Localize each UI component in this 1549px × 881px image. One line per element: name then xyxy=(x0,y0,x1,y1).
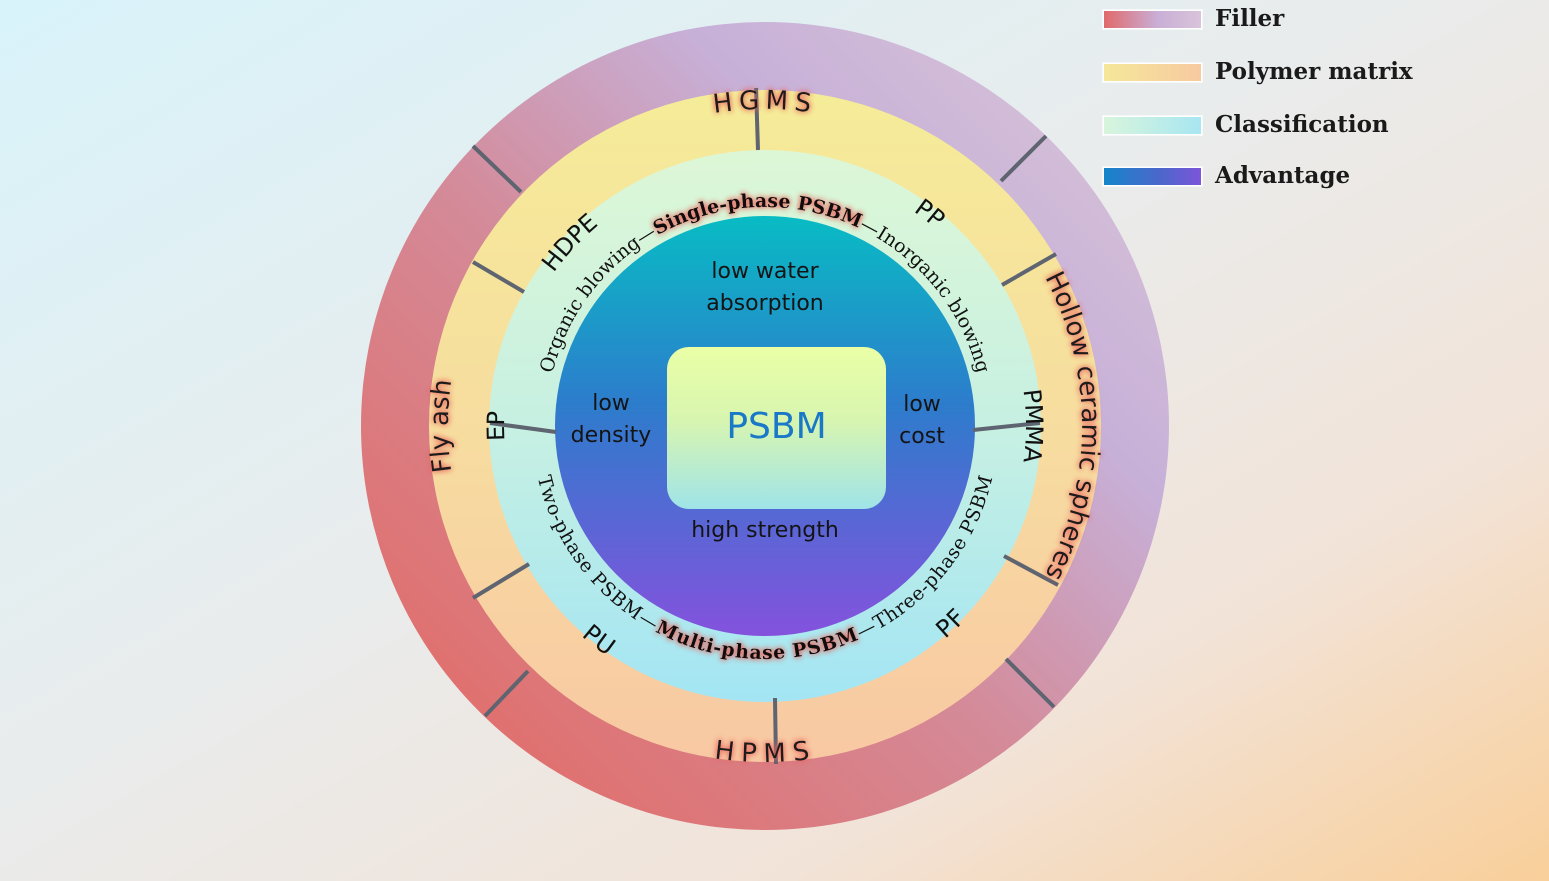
advantage-low-water-absorption: low water absorption xyxy=(680,256,850,320)
filler-hpms: HPMS xyxy=(713,735,817,769)
divider-flyash-hgms xyxy=(471,144,523,194)
divider-hgms-ceramic xyxy=(999,134,1048,183)
psbm-center-label: PSBM xyxy=(726,405,827,447)
legend-label-advantage: Advantage xyxy=(1215,162,1351,189)
divider-pp-pmma xyxy=(1001,252,1057,287)
legend-item-classification: Classification xyxy=(1103,108,1533,142)
legend-swatch-classification xyxy=(1103,116,1202,135)
divider-pmma-pf xyxy=(1003,554,1059,587)
adv-left-line1: low xyxy=(592,391,630,416)
advantage-low-cost: low cost xyxy=(887,389,957,453)
divider-pu-ep xyxy=(471,562,531,600)
advantage-high-strength: high strength xyxy=(665,515,865,547)
adv-left-line2: density xyxy=(570,423,652,448)
adv-top-line2: absorption xyxy=(706,291,824,316)
adv-top-line1: low water xyxy=(711,259,819,284)
divider-ep-hdpe xyxy=(471,260,526,294)
polymer-pmma: PMMA xyxy=(1018,388,1049,465)
psbm-center-box: PSBM xyxy=(667,347,886,509)
legend-item-advantage: Advantage xyxy=(1103,159,1533,193)
legend: Filler Polymer matrix Classification Adv… xyxy=(1103,2,1543,202)
legend-item-filler: Filler xyxy=(1103,2,1533,36)
legend-label-polymer-matrix: Polymer matrix xyxy=(1215,58,1413,85)
legend-swatch-polymer-matrix xyxy=(1103,63,1202,82)
adv-right-line2: cost xyxy=(899,424,945,449)
legend-item-polymer-matrix: Polymer matrix xyxy=(1103,55,1533,89)
legend-label-classification: Classification xyxy=(1215,111,1389,138)
divider-hpms-flyash xyxy=(483,669,530,718)
legend-swatch-filler xyxy=(1103,10,1202,29)
advantage-low-density: low density xyxy=(558,388,664,452)
divider-hdpe-pp xyxy=(754,87,760,151)
adv-right-line1: low xyxy=(903,392,941,417)
divider-ceramic-hpms xyxy=(1004,657,1056,709)
divider-pf-pu xyxy=(773,697,778,765)
legend-label-filler: Filler xyxy=(1215,5,1285,32)
ring-dividers xyxy=(471,87,1059,765)
legend-swatch-advantage xyxy=(1103,167,1202,186)
divider-class-left xyxy=(489,421,557,434)
divider-class-right xyxy=(972,421,1041,432)
adv-bottom: high strength xyxy=(691,518,839,543)
